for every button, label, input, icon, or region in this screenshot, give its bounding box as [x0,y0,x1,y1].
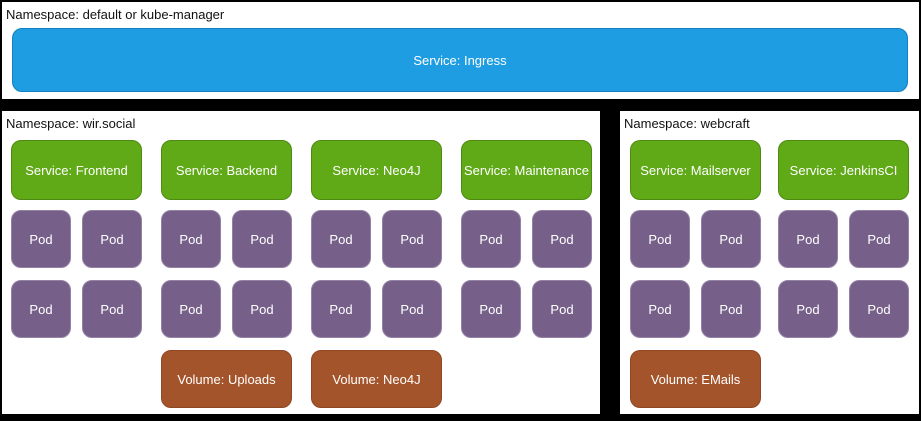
service-column-jenkinsci: Service: JenkinsCI Pod Pod Pod Pod [778,111,909,414]
service-maintenance-box: Service: Maintenance [461,140,592,200]
service-column-maintenance: Service: Maintenance Pod Pod Pod Pod [461,111,592,414]
pod-box: Pod [382,210,442,268]
namespace-panel-default-kube-manager: Namespace: default or kube-manager Servi… [2,2,919,99]
pod-box: Pod [82,210,142,268]
service-column-frontend: Service: Frontend Pod Pod Pod Pod [11,111,142,414]
service-ingress-box: Service: Ingress [12,28,908,92]
pod-box: Pod [701,280,761,338]
volume-emails-box: Volume: EMails [630,350,761,408]
pod-box: Pod [778,210,838,268]
service-backend-box: Service: Backend [161,140,292,200]
pod-box: Pod [532,280,592,338]
pod-box: Pod [82,280,142,338]
namespace-label: Namespace: wir.social [6,116,136,131]
pod-box: Pod [232,280,292,338]
pod-box: Pod [461,210,521,268]
pod-box: Pod [778,280,838,338]
namespace-panel-webcraft: Namespace: webcraft Service: Mailserver … [620,111,919,414]
pod-box: Pod [532,210,592,268]
pod-box: Pod [232,210,292,268]
volume-uploads-box: Volume: Uploads [161,350,292,408]
pod-box: Pod [382,280,442,338]
pod-box: Pod [161,280,221,338]
namespace-label: Namespace: webcraft [624,116,750,131]
pod-box: Pod [311,280,371,338]
service-neo4j-box: Service: Neo4J [311,140,442,200]
service-column-backend: Service: Backend Pod Pod Pod Pod Volume:… [161,111,292,414]
pod-box: Pod [311,210,371,268]
service-jenkinsci-box: Service: JenkinsCI [778,140,909,200]
pod-box: Pod [11,280,71,338]
pod-box: Pod [701,210,761,268]
pod-box: Pod [849,210,909,268]
pod-box: Pod [161,210,221,268]
pod-box: Pod [11,210,71,268]
pod-box: Pod [630,280,690,338]
volume-neo4j-box: Volume: Neo4J [311,350,442,408]
service-frontend-box: Service: Frontend [11,140,142,200]
service-column-neo4j: Service: Neo4J Pod Pod Pod Pod Volume: N… [311,111,442,414]
namespace-panel-wir-social: Namespace: wir.social Service: Frontend … [2,111,600,414]
pod-box: Pod [849,280,909,338]
service-column-mailserver: Service: Mailserver Pod Pod Pod Pod Volu… [630,111,761,414]
pod-box: Pod [630,210,690,268]
namespace-label: Namespace: default or kube-manager [6,7,225,22]
service-mailserver-box: Service: Mailserver [630,140,761,200]
pod-box: Pod [461,280,521,338]
